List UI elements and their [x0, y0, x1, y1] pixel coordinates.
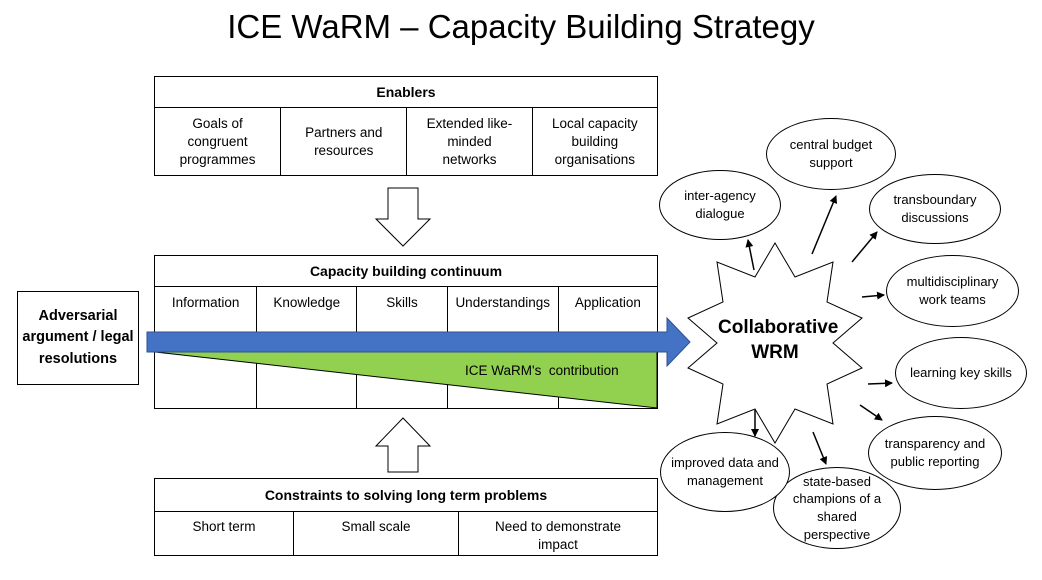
constraints-box: Constraints to solving long term problem… [154, 478, 658, 556]
constraint-short-term-label: Short term [192, 519, 256, 534]
outcome-inter-agency-dialogue: inter-agency dialogue [659, 170, 781, 240]
outcome-transboundary-discussions: transboundary discussions [869, 174, 1001, 244]
outcome-central-budget-support-label: central budget support [789, 137, 873, 170]
outcome-improved-data-management-label: improved data and management [671, 455, 779, 488]
enablers-box: Enablers Goals of congruent programmes P… [154, 76, 658, 176]
outcome-transboundary-discussions-label: transboundary discussions [893, 192, 977, 225]
continuum-skills-label: Skills [386, 295, 418, 310]
outcome-state-based-champions: state-based champions of a shared perspe… [773, 467, 901, 549]
constraint-short-term: Short term [155, 512, 294, 556]
connector-multidisciplinary [861, 291, 885, 300]
connector-inter-agency [745, 239, 755, 271]
outcome-central-budget-support: central budget support [766, 118, 896, 190]
adversarial-box: Adversarial argument / legal resolutions [17, 291, 139, 385]
collaborative-wrm-label: Collaborative WRM [718, 317, 839, 363]
constraint-small-scale-label: Small scale [341, 519, 411, 534]
continuum-information-label: Information [171, 295, 240, 310]
progress-arrow [146, 316, 691, 368]
enablers-header: Enablers [155, 77, 657, 108]
constraint-demonstrate-impact-label: Need to demonstrate impact [494, 519, 622, 553]
outcome-transparency-public-reporting-label: transparency and public reporting [884, 436, 986, 469]
enabler-networks: Extended like-minded networks [407, 108, 533, 176]
enabler-local-orgs: Local capacity building organisations [552, 115, 638, 168]
outcome-transparency-public-reporting: transparency and public reporting [868, 416, 1002, 490]
constraint-small-scale: Small scale [294, 512, 460, 556]
continuum-knowledge-label: Knowledge [273, 295, 341, 310]
continuum-header: Capacity building continuum [155, 256, 657, 287]
outcome-state-based-champions-label: state-based champions of a shared perspe… [792, 473, 882, 542]
constraints-header: Constraints to solving long term problem… [155, 479, 657, 512]
outcome-improved-data-management: improved data and management [660, 432, 790, 512]
outcome-multidisciplinary-work-teams-label: multidisciplinary work teams [906, 274, 999, 307]
constraint-demonstrate-impact: Need to demonstrate impact [459, 512, 657, 556]
contribution-label: ICE WaRM's contribution [465, 363, 619, 378]
constraints-up-arrow [374, 417, 432, 473]
diagram-title: ICE WaRM – Capacity Building Strategy [227, 8, 815, 45]
collaborative-starburst [687, 242, 863, 444]
continuum-understandings-label: Understandings [455, 295, 550, 310]
outcome-inter-agency-dialogue-label: inter-agency dialogue [684, 188, 756, 221]
enablers-down-arrow [374, 187, 432, 247]
contribution-wedge [154, 351, 658, 409]
continuum-application-label: Application [574, 295, 641, 310]
adversarial-label: Adversarial argument / legal resolutions [22, 308, 134, 367]
outcome-multidisciplinary-work-teams: multidisciplinary work teams [886, 255, 1019, 327]
connector-transboundary [851, 231, 878, 263]
outcome-learning-key-skills-label: learning key skills [910, 365, 1012, 381]
outcome-learning-key-skills: learning key skills [895, 337, 1027, 409]
connector-learning [867, 379, 893, 388]
continuum-application: Application [559, 287, 657, 409]
connector-central-budget [811, 195, 838, 255]
connector-transparency [859, 404, 883, 421]
connector-champions [812, 431, 828, 465]
enabler-goals: Goals of congruent programmes [155, 108, 282, 176]
enabler-partners: Partners and resources [281, 108, 408, 176]
